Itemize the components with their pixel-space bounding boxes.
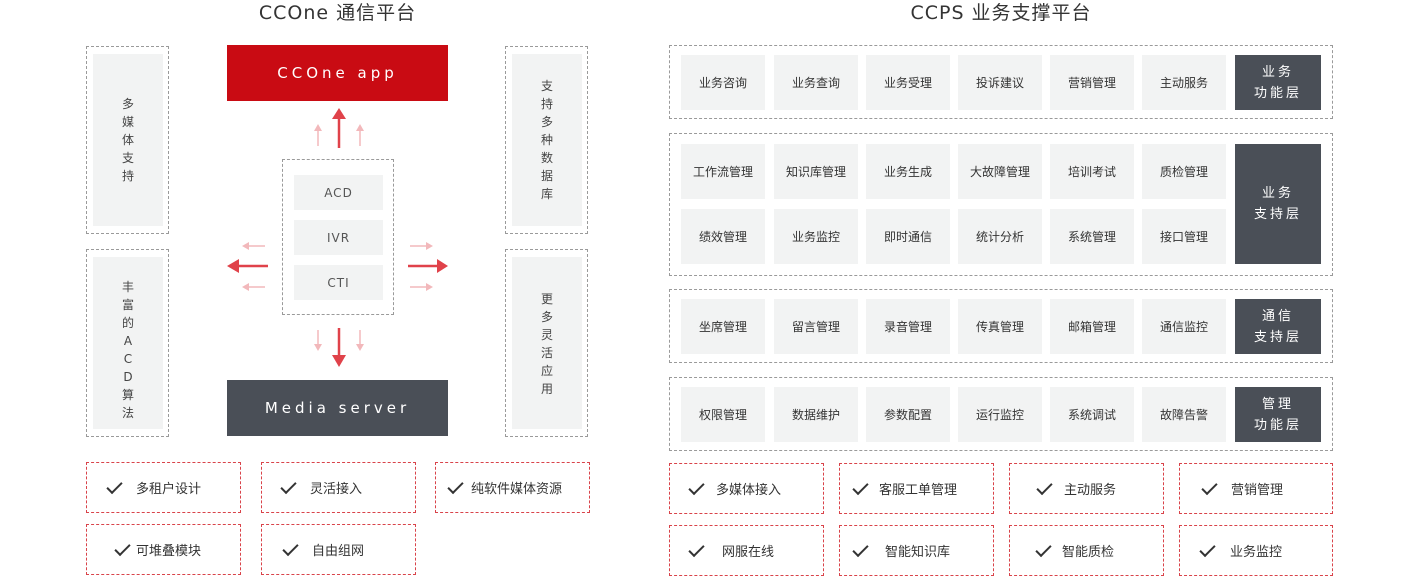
check-icon — [1199, 540, 1216, 557]
layer-management-function: 权限管理 数据维护 参数配置 运行监控 系统调试 故障告警 管理功能层 — [669, 377, 1333, 451]
layer-cell: 即时通信 — [866, 209, 950, 264]
feature-free-networking: 自由组网 — [261, 524, 416, 575]
check-icon — [852, 540, 869, 557]
layer-label: 业务功能层 — [1235, 55, 1321, 110]
feature-active-service: 主动服务 — [1009, 463, 1164, 514]
check-icon — [282, 539, 299, 556]
layer-label: 管理功能层 — [1235, 387, 1321, 442]
layer-cell: 留言管理 — [774, 299, 858, 354]
side-box-multimedia: 多媒体支持 — [86, 46, 169, 234]
layer-cell: 绩效管理 — [681, 209, 765, 264]
layer-communication-support: 坐席管理 留言管理 录音管理 传真管理 邮箱管理 通信监控 通信支持层 — [669, 289, 1333, 363]
feature-quality-inspection: 智能质检 — [1009, 525, 1164, 576]
layer-cell: 通信监控 — [1142, 299, 1226, 354]
core-box: ACD IVR CTI — [282, 159, 394, 315]
check-icon — [688, 540, 705, 557]
check-icon — [852, 478, 869, 495]
feature-stackable: 可堆叠模块 — [86, 524, 241, 575]
side-box-databases: 支持多种数据库 — [505, 46, 588, 234]
layer-business-support: 工作流管理 知识库管理 业务生成 大故障管理 培训考试 质检管理 绩效管理 业务… — [669, 133, 1333, 276]
ccone-title: CCOne 通信平台 — [258, 2, 417, 24]
side-box-label: 多媒体支持 — [121, 97, 134, 183]
layer-cell: 系统管理 — [1050, 209, 1134, 264]
feature-multi-tenant: 多租户设计 — [86, 462, 241, 513]
layer-cell: 传真管理 — [958, 299, 1042, 354]
side-box-flexible-apps: 更多灵活应用 — [505, 249, 588, 437]
layer-cell: 知识库管理 — [774, 144, 858, 199]
layer-cell: 故障告警 — [1142, 387, 1226, 442]
layer-cell: 录音管理 — [866, 299, 950, 354]
layer-cell: 质检管理 — [1142, 144, 1226, 199]
side-box-label: 更多灵活应用 — [540, 292, 553, 396]
layer-cell: 系统调试 — [1050, 387, 1134, 442]
layer-cell: 参数配置 — [866, 387, 950, 442]
feature-software-media: 纯软件媒体资源 — [435, 462, 590, 513]
layer-cell: 主动服务 — [1142, 55, 1226, 110]
arrow-up-icon — [314, 108, 364, 148]
layer-cell: 运行监控 — [958, 387, 1042, 442]
layer-cell: 工作流管理 — [681, 144, 765, 199]
feature-online-service: 网服在线 — [669, 525, 824, 576]
feature-flexible-access: 灵活接入 — [261, 462, 416, 513]
layer-cell: 权限管理 — [681, 387, 765, 442]
layer-cell: 业务生成 — [866, 144, 950, 199]
feature-marketing: 营销管理 — [1179, 463, 1333, 514]
core-item-acd: ACD — [294, 175, 383, 210]
feature-multimedia-access: 多媒体接入 — [669, 463, 824, 514]
layer-cell: 业务监控 — [774, 209, 858, 264]
layer-cell: 投诉建议 — [958, 55, 1042, 110]
arrow-down-icon — [314, 328, 364, 367]
layer-cell: 大故障管理 — [958, 144, 1042, 199]
layer-cell: 业务查询 — [774, 55, 858, 110]
layer-business-function: 业务咨询 业务查询 业务受理 投诉建议 营销管理 主动服务 业务功能层 — [669, 45, 1333, 119]
media-server-block: Media server — [227, 380, 448, 436]
check-icon — [280, 477, 297, 494]
ccps-title: CCPS 业务支撑平台 — [910, 2, 1092, 24]
side-box-acd-algorithm: 丰富的ACD算法 — [86, 249, 169, 437]
layer-cell: 培训考试 — [1050, 144, 1134, 199]
layer-cell: 数据维护 — [774, 387, 858, 442]
check-icon — [106, 477, 123, 494]
arrow-left-icon — [227, 242, 268, 291]
arrow-right-icon — [408, 242, 448, 291]
check-icon — [1036, 478, 1053, 495]
layer-cell: 坐席管理 — [681, 299, 765, 354]
layer-cell: 邮箱管理 — [1050, 299, 1134, 354]
feature-business-monitoring: 业务监控 — [1179, 525, 1333, 576]
layer-label: 通信支持层 — [1235, 299, 1321, 354]
layer-cell: 业务受理 — [866, 55, 950, 110]
layer-cell: 接口管理 — [1142, 209, 1226, 264]
core-item-ivr: IVR — [294, 220, 383, 255]
check-icon — [447, 477, 464, 494]
core-item-cti: CTI — [294, 265, 383, 300]
layer-cell: 业务咨询 — [681, 55, 765, 110]
ccone-app-block: CCOne app — [227, 45, 448, 101]
side-box-label: 丰富的ACD算法 — [121, 280, 134, 420]
check-icon — [1201, 478, 1218, 495]
layer-cell: 统计分析 — [958, 209, 1042, 264]
feature-knowledge-base: 智能知识库 — [839, 525, 994, 576]
side-box-label: 支持多种数据库 — [540, 79, 553, 201]
check-icon — [688, 478, 705, 495]
check-icon — [114, 539, 131, 556]
layer-cell: 营销管理 — [1050, 55, 1134, 110]
layer-label: 业务支持层 — [1235, 144, 1321, 264]
feature-service-tickets: 客服工单管理 — [839, 463, 994, 514]
check-icon — [1035, 540, 1052, 557]
